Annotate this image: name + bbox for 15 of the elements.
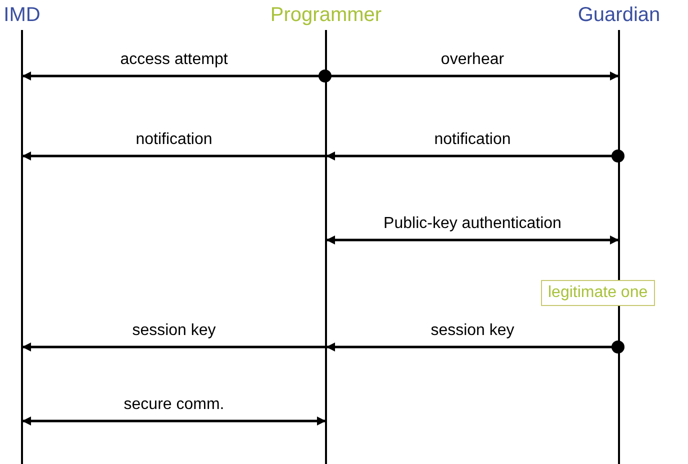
message-arrow xyxy=(326,340,624,354)
edge-label: session key xyxy=(428,322,516,340)
edge-label: access attempt xyxy=(118,51,230,69)
participant-label: IMD xyxy=(4,3,40,27)
message-arrow xyxy=(326,150,624,162)
message-arrow xyxy=(22,342,325,352)
edge-label: Public-key authentication xyxy=(382,215,564,233)
participant-label: Programmer xyxy=(270,3,382,27)
note-box: legitimate one xyxy=(541,280,655,306)
message-arrow xyxy=(326,236,619,244)
participant-label: Guardian xyxy=(578,3,660,27)
edge-label: session key xyxy=(130,322,218,340)
message-arrow xyxy=(22,152,325,160)
message-arrow xyxy=(22,70,332,82)
message-arrow xyxy=(22,416,326,426)
